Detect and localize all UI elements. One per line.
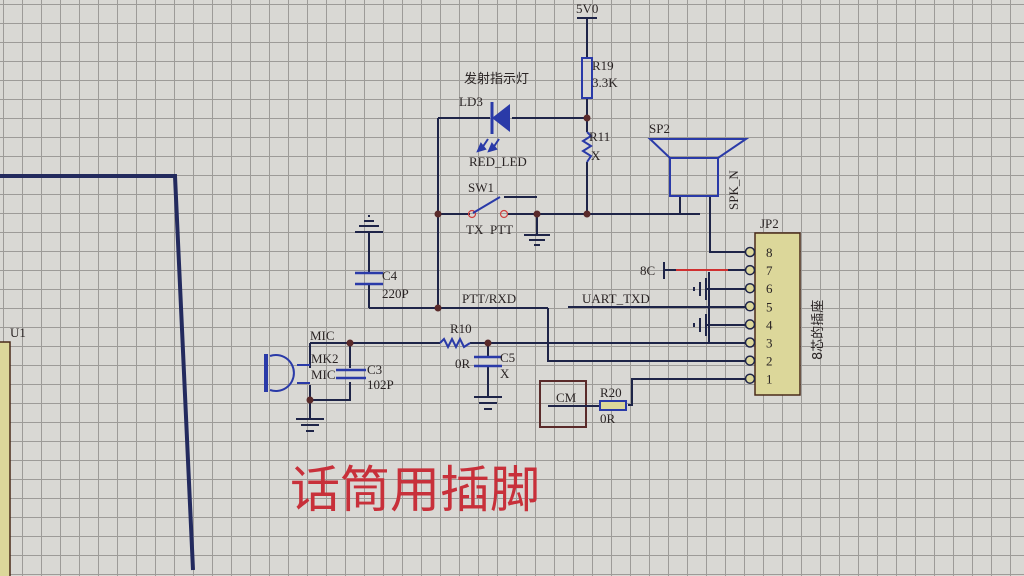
jp2-pin-7[interactable]: 7: [744, 263, 774, 278]
power-net-label: 5V0: [576, 1, 598, 16]
led-emission-arrows-icon: [476, 138, 500, 153]
sw1-pin-tx: TX: [466, 222, 484, 237]
pin7-net-label: 8C: [640, 263, 655, 278]
jp2-pin-4[interactable]: 4: [744, 317, 774, 332]
wires: [309, 18, 750, 418]
jp2-pin-2[interactable]: 2: [744, 354, 773, 369]
sw1-pin-ptt: PTT: [490, 222, 513, 237]
c3-ref: C3: [367, 362, 382, 377]
mk2-value: MIC: [311, 367, 336, 382]
jp2-pin-3[interactable]: 3: [744, 336, 773, 351]
r11-ref: R11: [589, 129, 610, 144]
microphone-mk2[interactable]: MK2 MIC: [264, 351, 338, 392]
ld3-comment: 发射指示灯: [464, 71, 529, 87]
jp2-pin-5[interactable]: 5: [744, 299, 773, 314]
jp2-pin-1[interactable]: 1: [744, 372, 773, 387]
r20-value: 0R: [600, 411, 616, 426]
pin-circle[interactable]: [744, 337, 756, 348]
pin-number: 7: [766, 263, 773, 278]
ground-icon: [474, 396, 502, 410]
net-ptt-rxd: PTT/RXD: [462, 291, 516, 306]
sw1-ref: SW1: [468, 180, 494, 195]
pin-number: 3: [766, 336, 773, 351]
block-cm[interactable]: CM: [539, 380, 600, 428]
resistor-r20[interactable]: R20 0R: [599, 385, 627, 426]
pin-number: 6: [766, 281, 773, 296]
resistor-r10[interactable]: R10 0R: [439, 321, 472, 371]
annotation-text: 话筒用插脚: [290, 461, 540, 519]
jp2-ref: JP2: [760, 216, 779, 231]
r11-value: X: [591, 148, 601, 163]
junctions: [306, 114, 591, 404]
net-uart-txd: UART_TXD: [582, 291, 650, 306]
pin-number: 8: [766, 245, 773, 260]
ld3-ref: LD3: [459, 94, 483, 109]
pin-number: 2: [766, 354, 773, 369]
capacitor-c5[interactable]: C5 X: [474, 350, 515, 381]
r20-ref: R20: [600, 385, 622, 400]
mk2-ref: MK2: [311, 351, 338, 366]
pin-circle[interactable]: [744, 373, 756, 384]
c5-ref: C5: [500, 350, 515, 365]
jp2-description: 8芯的插座: [810, 300, 826, 360]
ld3-value: RED_LED: [469, 154, 527, 169]
sp2-ref: SP2: [649, 121, 670, 136]
sp2-net: SPK_N: [726, 170, 741, 210]
resistor-r11[interactable]: R11 X: [581, 129, 610, 163]
ground-icon: [693, 278, 707, 300]
ground-icon: [296, 418, 324, 432]
jp2-pin-6[interactable]: 6: [744, 281, 774, 296]
c4-ref: C4: [382, 268, 398, 283]
power-port-5v0[interactable]: 5V0: [576, 1, 598, 19]
pin-circle[interactable]: [744, 301, 756, 312]
led-ld3[interactable]: LD3 RED_LED 发射指示灯: [459, 71, 529, 169]
jp2-pin-8[interactable]: 8: [744, 245, 773, 260]
ground-icon: [355, 215, 383, 233]
cm-ref: CM: [556, 390, 577, 405]
c5-value: X: [500, 366, 510, 381]
c4-value: 220P: [382, 286, 409, 301]
pin-number: 5: [766, 299, 773, 314]
connector-jp2[interactable]: JP2 8芯的插座 8 7 6 5 4 3 2 1: [744, 216, 827, 396]
pin-circle[interactable]: [744, 319, 756, 330]
border-line: [0, 174, 195, 571]
r19-value: 3.3K: [592, 75, 618, 90]
pin7-net[interactable]: 8C: [640, 262, 750, 279]
r10-value: 0R: [455, 356, 471, 371]
ground-icon: [693, 314, 707, 336]
u1-ref: U1: [10, 325, 26, 340]
c3-value: 102P: [367, 377, 394, 392]
pin-number: 1: [766, 372, 773, 387]
switch-sw1[interactable]: SW1 TX PTT: [466, 180, 537, 237]
speaker-sp2[interactable]: SP2 SPK_N: [647, 121, 750, 210]
resistor-r19[interactable]: R19 3.3K: [581, 57, 618, 99]
r19-ref: R19: [592, 58, 614, 73]
capacitor-c4[interactable]: C4 220P: [355, 268, 409, 301]
pin-circle[interactable]: [744, 282, 756, 294]
pin-circle[interactable]: [744, 246, 756, 258]
r10-ref: R10: [450, 321, 472, 336]
capacitor-c3[interactable]: C3 102P: [336, 362, 394, 392]
pin-circle[interactable]: [744, 355, 756, 366]
pin-number: 4: [766, 317, 773, 332]
pin-circle[interactable]: [744, 264, 756, 276]
ground-icon: [524, 234, 550, 246]
u1-component[interactable]: U1: [0, 325, 26, 576]
net-mic: MIC: [310, 328, 335, 343]
